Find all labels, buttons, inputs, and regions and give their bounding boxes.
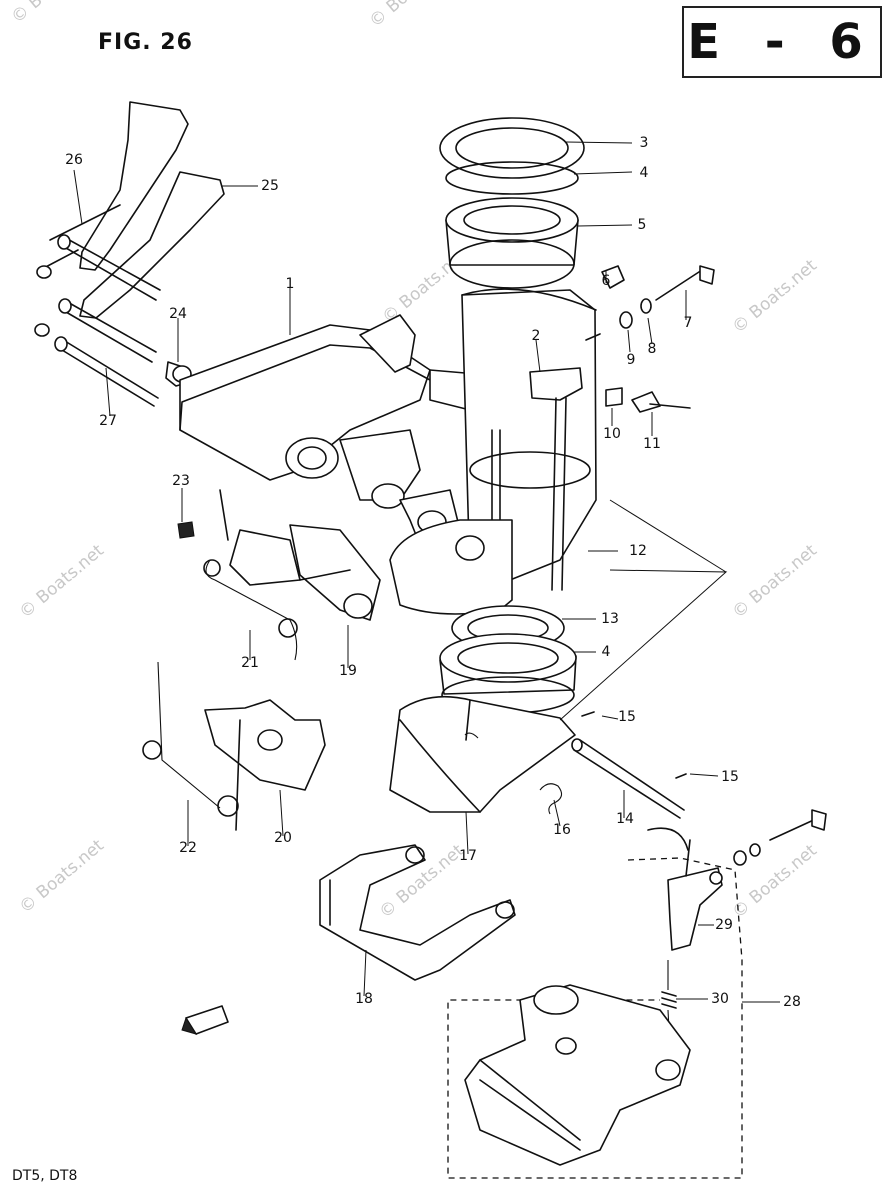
part-28-bracket [464,984,691,1166]
part-1-swivel-bracket [179,314,511,546]
section-code-box: E - 6 [682,6,882,78]
fwd-arrow-icon [181,1005,229,1035]
callout-28: 28 [783,994,801,1010]
part-14-rod [571,738,685,819]
callout-16: 16 [553,822,571,838]
callout-25: 25 [261,178,279,194]
callout-7: 7 [683,315,693,331]
callout-30: 30 [711,991,729,1007]
part-2-friction-plate [529,367,583,591]
callout-22: 22 [179,840,197,856]
callout-20: 20 [274,830,292,846]
section-code: E - 6 [687,14,877,70]
callout-10: 10 [603,426,621,442]
callout-29: 29 [715,917,733,933]
callout-19: 19 [339,663,357,679]
callout-12: 12 [629,543,647,559]
callout-3: 3 [639,135,649,151]
callout-14: 14 [616,811,634,827]
part-18-clamp [319,844,516,981]
part-swivel-collar [389,519,513,615]
model-list: DT5, DT8 [12,1168,78,1184]
callout-2: 2 [531,328,541,344]
callout-18: 18 [355,991,373,1007]
callout-15: 15 [721,769,739,785]
part-20-22-bracket-spring [142,661,326,831]
part-16-spring [464,732,563,815]
callout-21: 21 [241,655,259,671]
part-13-4-lower-rings [439,605,577,714]
callout-4: 4 [601,644,611,660]
callout-17: 17 [459,848,477,864]
figure-title: FIG. 26 [98,30,193,55]
callout-6: 6 [601,273,611,289]
callout-13: 13 [601,611,619,627]
part-26-27-pins [54,234,161,407]
callout-leader-lines [73,141,780,1003]
callout-9: 9 [626,352,636,368]
callout-8: 8 [647,341,657,357]
callout-15: 15 [618,709,636,725]
callout-27: 27 [99,413,117,429]
part-15-pins [581,711,687,779]
callout-5: 5 [637,217,647,233]
part-28-kit-outline [447,857,743,1179]
callout-1: 1 [285,276,295,292]
part-29-lever [647,809,827,951]
callout-26: 26 [65,152,83,168]
callout-23: 23 [172,473,190,489]
part-17-lower-plate [389,695,576,813]
part-6-11-hardware [585,265,715,413]
callout-24: 24 [169,306,187,322]
part-19-21-23-tilt-lock [177,489,381,661]
part-25-26-clamp-bracket [34,101,225,337]
callout-11: 11 [643,436,661,452]
callout-4: 4 [639,165,649,181]
part-3-4-5-rings [439,117,585,289]
